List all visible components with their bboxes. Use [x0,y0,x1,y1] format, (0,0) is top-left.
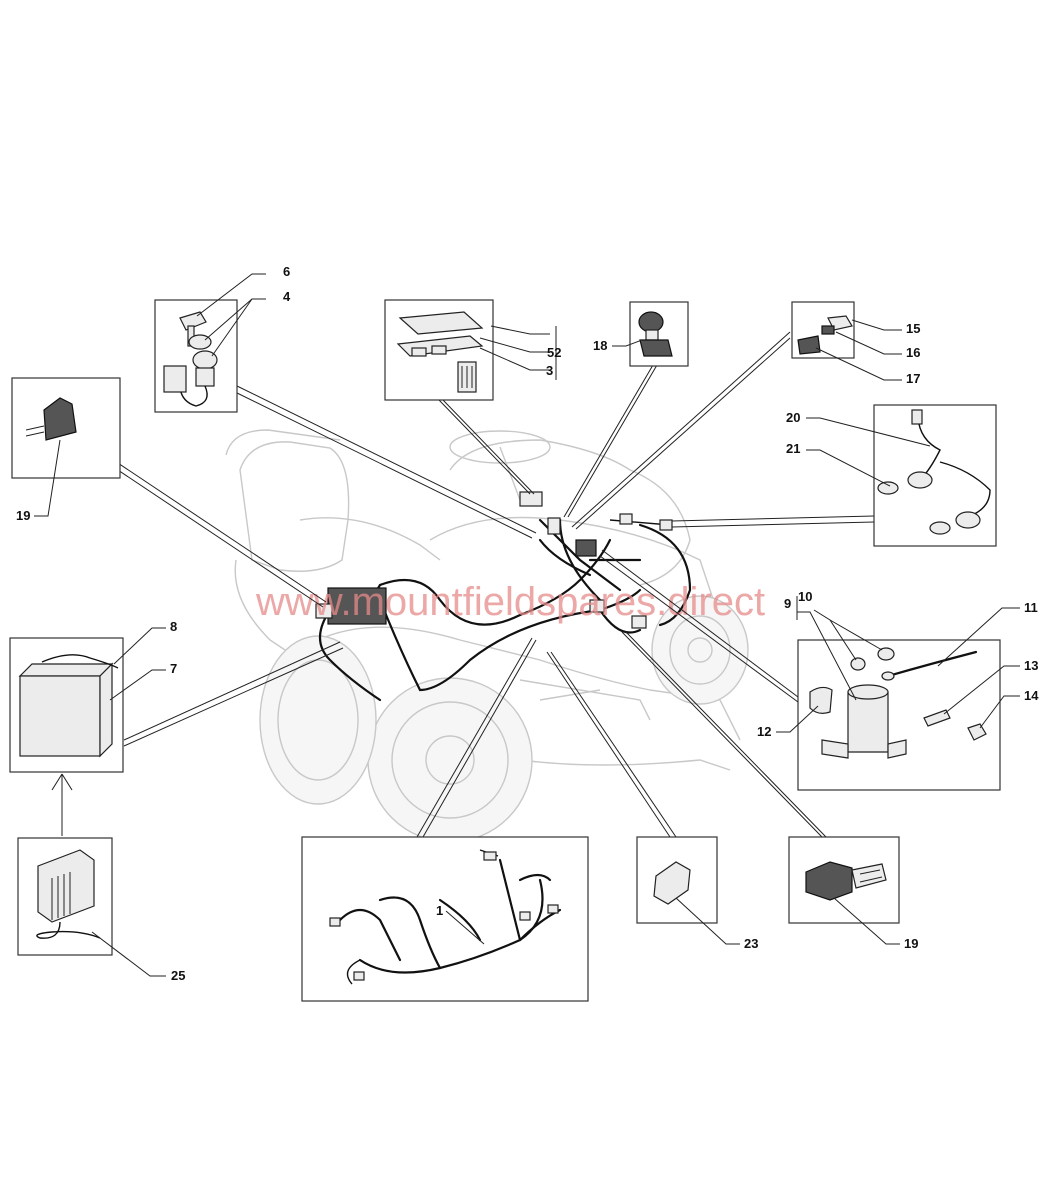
pto-knob-icon [638,311,664,333]
callout-13: 13 [1024,658,1038,673]
callout-23: 23 [744,936,758,951]
seat-switch-box: 19 [11,377,121,523]
callout-20: 20 [786,410,800,425]
seat-switch-box-2: 19 [788,836,918,951]
panel-cover-icon [398,311,484,335]
callout-19-top: 19 [16,508,30,523]
callout-15: 15 [906,321,920,336]
seat-switch-icon [43,397,77,441]
tractor-outline [225,429,749,843]
wiring-harness-box: 1 [301,836,589,1002]
solenoid-box: 9 10 11 12 13 14 [757,589,1039,791]
watermark: www.mountfieldspares.direct [255,580,765,624]
callout-3: 3 [546,363,553,378]
callout-16: 16 [906,345,920,360]
leader-lines [51,331,875,838]
callout-12: 12 [757,724,771,739]
ignition-connector-icon [163,365,187,393]
solenoid-icon [847,691,889,753]
relay-icon [653,861,691,905]
switch-clip-icon [821,325,835,335]
control-panel-box: 52 3 [384,299,561,401]
callout-8: 8 [170,619,177,634]
bolt-icon [923,709,951,727]
callout-18: 18 [593,338,607,353]
callout-21: 21 [786,441,800,456]
washer-icon [850,657,866,671]
pto-switch-box: 18 [593,301,689,367]
callout-7: 7 [170,661,177,676]
pto-switch-body-icon [639,339,673,357]
charger-box: 25 [17,837,185,983]
callout-6: 6 [283,264,290,279]
callout-11: 11 [1024,600,1038,615]
ignition-key-icon [179,311,207,347]
safety-switch-icon [797,335,821,355]
headlight-box: 20 21 [786,404,997,547]
callout-9: 9 [784,596,791,611]
ignition-switch-box: 6 4 [154,264,291,413]
callout-19-bottom: 19 [904,936,918,951]
harness-on-tractor [315,491,692,702]
seat-switch-2-icon [805,861,853,901]
relay-box: 23 [636,836,758,951]
battery-box: 8 7 [9,619,177,773]
callout-4: 4 [283,289,291,304]
callout-1: 1 [436,903,443,918]
cable-terminal-icon [881,671,895,681]
callout-25: 25 [171,968,185,983]
switch-parts-box: 15 16 17 [791,301,920,386]
nut-small-icon [877,647,895,661]
ignition-nut-icon [188,334,212,350]
callout-14: 14 [1024,688,1039,703]
bulb-holder-icon [907,471,933,489]
fuse-block-icon [457,361,477,393]
bulb-icon [877,481,899,495]
light-connector-icon [911,409,923,425]
callout-10: 10 [798,589,812,604]
battery-icon [19,675,101,757]
callout-17: 17 [906,371,920,386]
harness-connector-icon [483,851,497,861]
hex-nut-icon [967,723,987,741]
terminal-boot-icon [809,686,833,714]
callout-52: 52 [547,345,561,360]
